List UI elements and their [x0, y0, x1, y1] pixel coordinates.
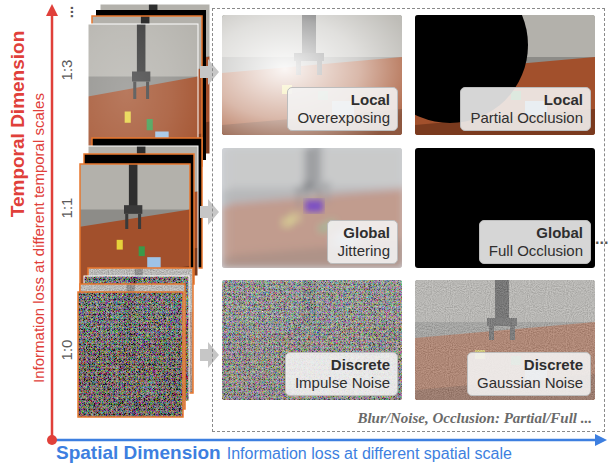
tile-image	[222, 280, 402, 400]
ratio-label: 1:0	[59, 340, 76, 361]
scale-label: Global	[337, 224, 390, 242]
label-panel: LocalOverexposing	[287, 87, 398, 131]
axis-title: Spatial Dimension	[56, 443, 221, 464]
ellipsis: ...	[60, 6, 77, 19]
scale-label: Local	[297, 91, 390, 109]
dashed-group-box: Blur/Noise, Occlusion: Partial/Full ... L…	[212, 8, 605, 432]
label-panel: GlobalJittering	[327, 220, 398, 264]
tile-image	[415, 15, 595, 135]
ellipsis: ...	[595, 230, 608, 248]
corruption-tile: LocalOverexposing	[223, 16, 403, 136]
corruption-tile: DiscreteGaussian Noise	[416, 281, 596, 401]
corruption-name: Overexposing	[297, 109, 390, 127]
corruption-tile: GlobalFull Occlusion	[416, 149, 596, 269]
axis-title: Temporal Dimension	[8, 31, 29, 218]
label-panel: DiscreteImpulse Noise	[285, 352, 398, 396]
arrow-head	[46, 4, 58, 16]
scale-label: Global	[489, 224, 583, 242]
tile-image	[415, 148, 595, 268]
corruption-name: Partial Occlusion	[470, 109, 583, 127]
corruption-tile: GlobalJittering	[223, 149, 403, 269]
tile-image	[222, 148, 402, 268]
scale-label: Discrete	[477, 356, 583, 374]
corruption-tile: LocalPartial Occlusion	[416, 16, 596, 136]
corruption-name: Full Occlusion	[489, 242, 583, 260]
ratio-label: 1:1	[59, 198, 76, 219]
corruption-name: Gaussian Noise	[477, 374, 583, 392]
frame-stack	[78, 268, 193, 417]
label-panel: DiscreteGaussian Noise	[467, 352, 591, 396]
tile-image	[222, 15, 402, 135]
footer-note: Blur/Noise, Occlusion: Partial/Full ...	[355, 410, 594, 427]
temporal-axis	[51, 14, 54, 440]
label-panel: GlobalFull Occlusion	[479, 220, 591, 264]
axis-subtitle: Information loss at different temporal s…	[31, 93, 48, 383]
scale-label: Discrete	[295, 356, 390, 374]
scale-label: Local	[470, 91, 583, 109]
tile-image	[415, 280, 595, 400]
block-arrows	[200, 59, 219, 368]
ratio-label: 1:3	[59, 60, 76, 81]
spatial-axis	[52, 439, 597, 442]
axis-subtitle: Information loss at different spatial sc…	[227, 445, 512, 463]
corruption-name: Jittering	[337, 242, 390, 260]
corruption-tile: DiscreteImpulse Noise	[223, 281, 403, 401]
corruption-name: Impulse Noise	[295, 374, 390, 392]
arrow-head	[595, 434, 607, 446]
label-panel: LocalPartial Occlusion	[460, 87, 591, 131]
origin-dot	[47, 435, 57, 445]
